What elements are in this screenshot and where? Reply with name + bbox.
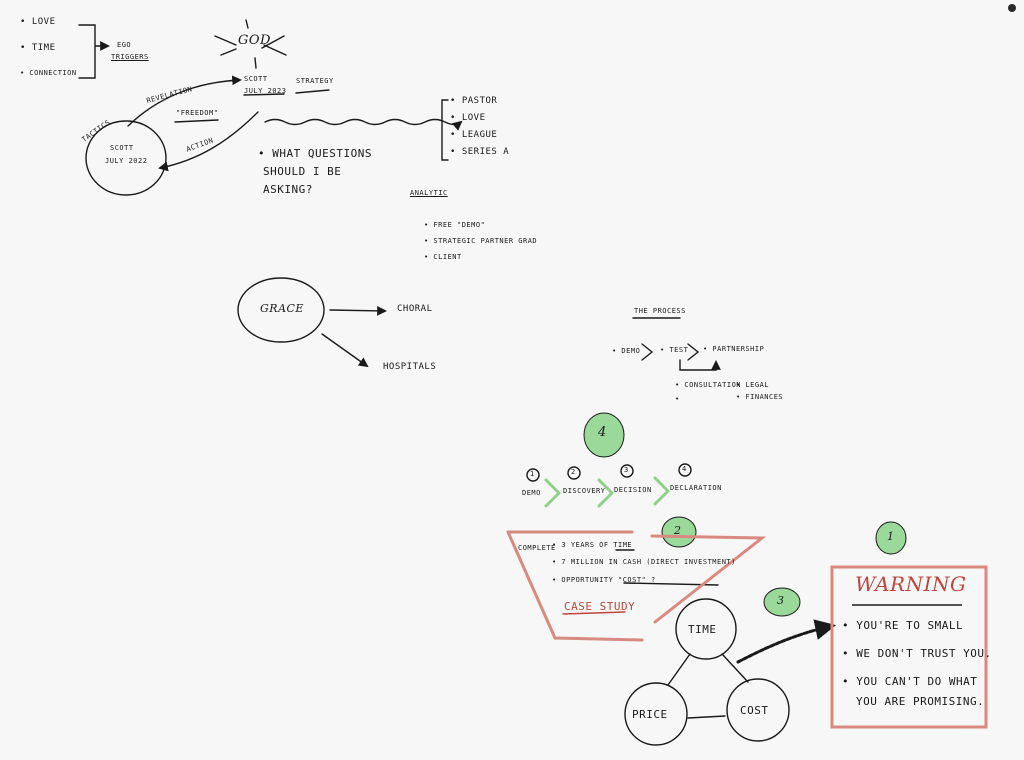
list-item-connection: • CONNECTION [20,69,77,77]
triggers-label: TRIGGERS [111,53,149,61]
freedom-label: "FREEDOM" [176,109,219,117]
right-list-league: • LEAGUE [450,130,498,140]
green-badge-1-number: 1 [887,530,895,543]
scott-underline [243,93,285,96]
stage-chevron-2 [597,478,614,508]
stage-number-3: 3 [624,466,629,474]
question-line-3: ASKING? [263,183,313,196]
choral-label: CHORAL [397,304,433,314]
process-step-demo: • DEMO [612,347,641,355]
grace-label: GRACE [260,302,304,315]
right-list-pastor: • PASTOR [450,96,498,106]
stage-label-demo: DEMO [522,489,541,497]
bracket-right-list [441,99,449,161]
stage-number-2: 2 [571,468,576,476]
god-rays [214,19,287,69]
bracket-left-list [78,24,108,79]
right-list-love: • LOVE [450,113,486,123]
process-sub-blank: • [675,395,680,403]
warning-item-promising: YOU ARE PROMISING. [856,695,985,708]
strategy-label: STRATEGY [296,77,334,85]
warning-item-small: • YOU'RE TO SMALL [842,619,964,632]
stage-chevron-1 [544,478,561,508]
wavy-arrow [264,118,463,131]
time-circle [675,598,737,660]
case-line-cost: • OPPORTUNITY "COST" ? [552,576,656,584]
price-circle [624,682,688,746]
process-sub-finances: • FINANCES [736,393,784,401]
analytic-title: ANALYTIC [410,189,448,197]
green-badge-2 [661,516,697,548]
list-item-time: • TIME [20,43,56,53]
scott-2022-name: SCOTT [110,144,134,152]
hospitals-label: HOSPITALS [383,362,437,372]
stage-number-1: 1 [530,470,535,478]
process-title: THE PROCESS [634,307,686,315]
warning-item-cant: • YOU CAN'T DO WHAT [842,675,978,688]
cost-circle [726,678,790,742]
process-sub-consultation: • CONSULTATION [675,381,742,389]
process-branch [679,359,721,371]
question-line-1: • WHAT QUESTIONS [258,147,372,160]
strategy-underline [295,89,330,94]
action-arrow [158,111,259,172]
stage-label-declaration: DECLARATION [670,484,722,492]
choral-arrow [329,305,387,316]
stage-label-decision: DECISION [614,486,652,494]
freedom-underline [174,119,219,123]
triangle-time-label: TIME [688,623,717,636]
right-list-series-a: • SERIES A [450,147,510,157]
triangle-edges [667,653,749,719]
analytic-item-client: • CLIENT [424,253,462,261]
case-study-label: CASE STUDY [564,600,636,613]
scott-2023-date: JULY 2023 [244,87,287,95]
scott-2022-circle [85,120,167,196]
triangle-cost-label: COST [740,704,769,717]
case-line-cash: • 7 MILLION IN CASH (DIRECT INVESTMENT) [552,558,736,566]
warning-box [830,565,988,729]
analytic-item-partner: • STRATEGIC PARTNER GRAD [424,237,538,245]
case-prefix: COMPLETE [518,544,556,552]
case-line-time: • 3 YEARS OF TIME [552,541,633,549]
case-box [506,530,767,642]
stage-circle-2 [567,466,581,480]
list-item-love: • LOVE [20,17,56,27]
process-step-test: • TEST [660,346,689,354]
green-badge-2-number: 2 [674,524,682,537]
process-step-partnership: • PARTNERSHIP [703,345,765,353]
triangle-price-label: PRICE [632,708,668,721]
warning-item-trust: • WE DON'T TRUST YOU. [842,647,992,660]
stage-circle-4 [678,463,692,477]
process-chevrons [641,343,700,361]
grace-circle [237,277,325,343]
green-badge-1 [875,521,907,555]
scott-2022-date: JULY 2022 [105,157,148,165]
stage-chevron-3 [653,476,670,506]
green-badge-3-number: 3 [777,594,785,607]
stage-number-4: 4 [682,465,687,473]
warning-title: WARNING [855,572,967,596]
green-badge-4-number: 4 [598,425,607,440]
analytic-item-demo: • FREE "DEMO" [424,221,486,229]
question-line-2: SHOULD I BE [263,165,342,178]
green-badge-4 [583,412,625,458]
scott-2023-name: SCOTT [244,75,268,83]
corner-dot [1008,4,1016,12]
stage-label-discovery: DISCOVERY [563,487,606,495]
fat-arrow [736,619,837,664]
stage-circle-3 [620,464,634,478]
stage-circle-1 [526,468,540,482]
case-study-underline [562,611,626,615]
god-label: GOD [238,33,271,48]
revelation-arrow [127,75,242,127]
process-sub-legal: • LEGAL [736,381,770,389]
green-badge-3 [763,587,801,617]
hospitals-arrow [321,333,369,368]
ego-label: EGO [117,41,132,49]
